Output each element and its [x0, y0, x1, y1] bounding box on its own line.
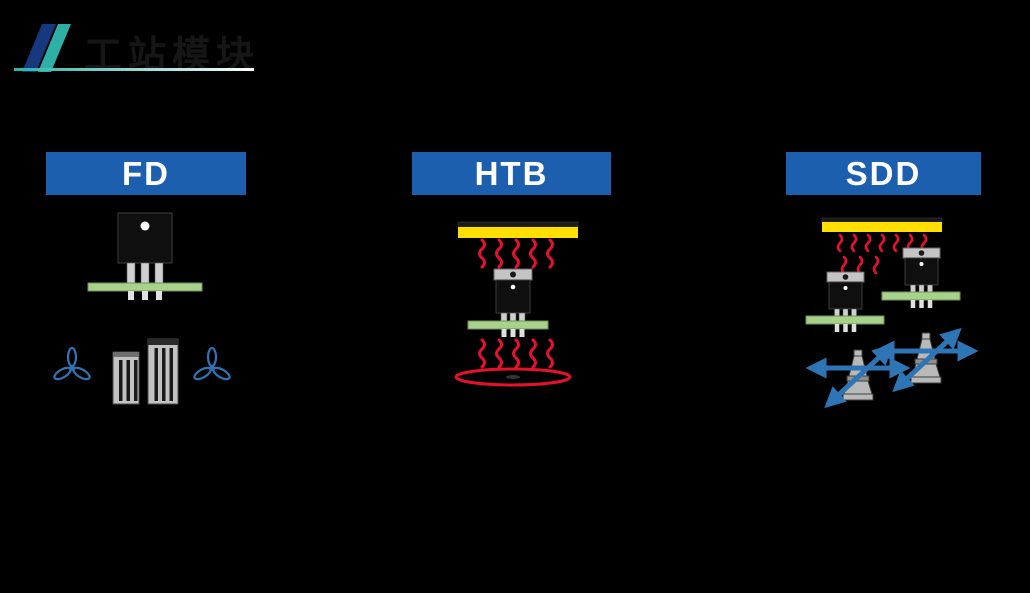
pin-leads: [501, 329, 525, 337]
module-header-fd: FD: [46, 152, 246, 195]
module-header-htb: HTB: [412, 152, 611, 195]
pin-leads: [128, 291, 162, 300]
heatsink-icon: [147, 338, 179, 405]
title-underline: [14, 68, 254, 71]
htb-diagram: [454, 221, 579, 387]
module-label-htb: HTB: [474, 154, 549, 192]
pcb-bar: [87, 282, 203, 292]
motion-arrow-diagonal: [824, 343, 894, 409]
hotplate-icon: [454, 367, 572, 387]
module-header-sdd: SDD: [786, 152, 981, 195]
pcb-bar: [467, 320, 549, 330]
heater-bar: [821, 217, 943, 232]
pcb-bar: [881, 291, 961, 301]
transistor-icon: [826, 271, 865, 317]
transistor-icon: [902, 247, 941, 293]
module-label-sdd: SDD: [845, 154, 922, 192]
heater-bar: [457, 221, 579, 238]
heat-waves-icon: [478, 238, 554, 269]
fan-icon: [53, 346, 91, 381]
heatsink-icon: [112, 351, 140, 405]
pin-leads: [910, 300, 933, 308]
pcb-bar: [805, 315, 885, 325]
sdd-diagram: [805, 217, 979, 409]
brand-logo-icon: [22, 24, 71, 72]
motion-arrow-diagonal: [892, 327, 962, 393]
fan-icon: [193, 346, 231, 381]
transistor-icon: [493, 268, 533, 322]
transistor-icon: [117, 212, 173, 284]
pin-leads: [834, 324, 857, 332]
module-label-fd: FD: [122, 154, 170, 192]
fd-diagram: [53, 212, 231, 405]
heat-waves-icon: [478, 338, 554, 369]
